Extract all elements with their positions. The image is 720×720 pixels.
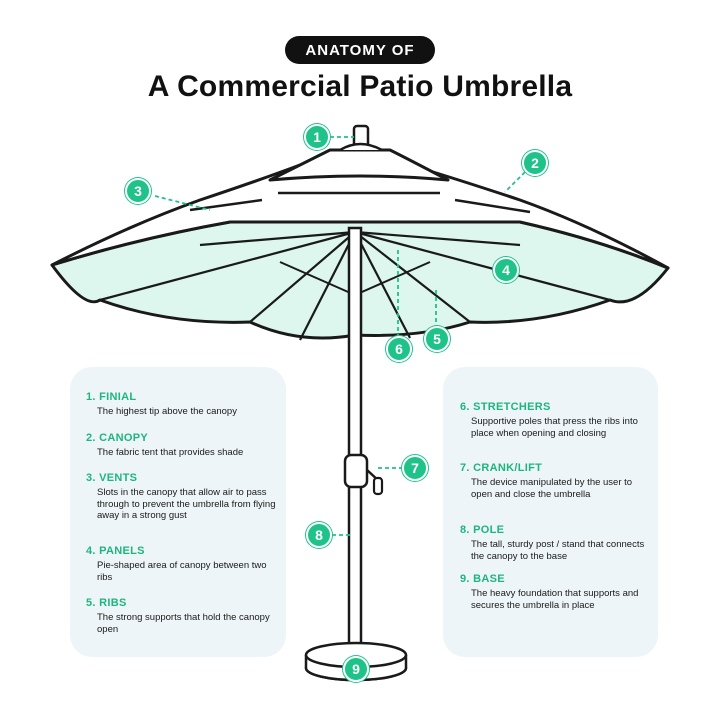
legend-item-canopy: 2. CANOPY The fabric tent that provides … [86, 432, 276, 459]
legend-item-desc: The device manipulated by the user to op… [471, 477, 633, 500]
legend-item-title: 2. CANOPY [86, 432, 148, 444]
pole-shape [347, 226, 363, 655]
legend-item-desc: The fabric tent that provides shade [97, 447, 244, 458]
legend-item-crank: 7. CRANK/LIFT The device manipulated by … [460, 462, 650, 500]
legend-item-desc: The heavy foundation that supports and s… [471, 588, 639, 611]
badge-canopy: 2 [522, 150, 548, 176]
leader-lines [154, 136, 526, 536]
badge-stretchers: 6 [386, 336, 412, 362]
legend-panel-right: 6. STRETCHERS Supportive poles that pres… [443, 367, 658, 657]
legend-item-desc: Pie-shaped area of canopy between two ri… [97, 560, 267, 583]
legend-item-finial: 1. FINIAL The highest tip above the cano… [86, 391, 276, 418]
vent-slot [189, 198, 263, 212]
legend-item-title: 9. BASE [460, 573, 505, 585]
legend-item-desc: The highest tip above the canopy [97, 406, 237, 417]
legend-item-vents: 3. VENTS Slots in the canopy that allow … [86, 472, 276, 522]
legend-item-title: 1. FINIAL [86, 391, 137, 403]
legend-item-title: 5. RIBS [86, 597, 127, 609]
legend-item-title: 4. PANELS [86, 545, 145, 557]
vent-slot [454, 198, 531, 214]
badge-ribs: 5 [424, 326, 450, 352]
canopy-top [50, 163, 670, 270]
finial-cap [339, 142, 383, 152]
legend-item-title: 8. POLE [460, 524, 505, 536]
badge-finial: 1 [304, 124, 330, 150]
page-title: A Commercial Patio Umbrella [147, 70, 573, 103]
legend-item-ribs: 5. RIBS The strong supports that hold th… [86, 597, 276, 635]
vent-tier [268, 148, 450, 182]
legend-item-pole: 8. POLE The tall, sturdy post / stand th… [460, 524, 650, 562]
legend-item-title: 6. STRETCHERS [460, 401, 551, 413]
legend-item-desc: Slots in the canopy that allow air to pa… [97, 487, 276, 521]
legend-item-stretchers: 6. STRETCHERS Supportive poles that pres… [460, 401, 650, 439]
legend-panel-left: 1. FINIAL The highest tip above the cano… [70, 367, 286, 657]
legend-item-panels: 4. PANELS Pie-shaped area of canopy betw… [86, 545, 276, 583]
legend-item-title: 7. CRANK/LIFT [460, 462, 543, 474]
badge-crank: 7 [402, 455, 428, 481]
badge-vents: 3 [125, 178, 151, 204]
badge-base: 9 [343, 656, 369, 682]
legend-item-title: 3. VENTS [86, 472, 138, 484]
legend-item-desc: The strong supports that hold the canopy… [97, 612, 270, 635]
stretchers [279, 261, 431, 296]
legend-item-desc: Supportive poles that press the ribs int… [471, 416, 638, 439]
ribs [99, 230, 611, 341]
badge-panels: 4 [493, 257, 519, 283]
title-kicker: ANATOMY OF [285, 36, 435, 64]
crank-handle [372, 476, 384, 496]
legend-item-desc: The tall, sturdy post / stand that conne… [471, 539, 645, 562]
legend-item-base: 9. BASE The heavy foundation that suppor… [460, 573, 650, 611]
crank-housing [343, 453, 369, 489]
badge-pole: 8 [306, 522, 332, 548]
